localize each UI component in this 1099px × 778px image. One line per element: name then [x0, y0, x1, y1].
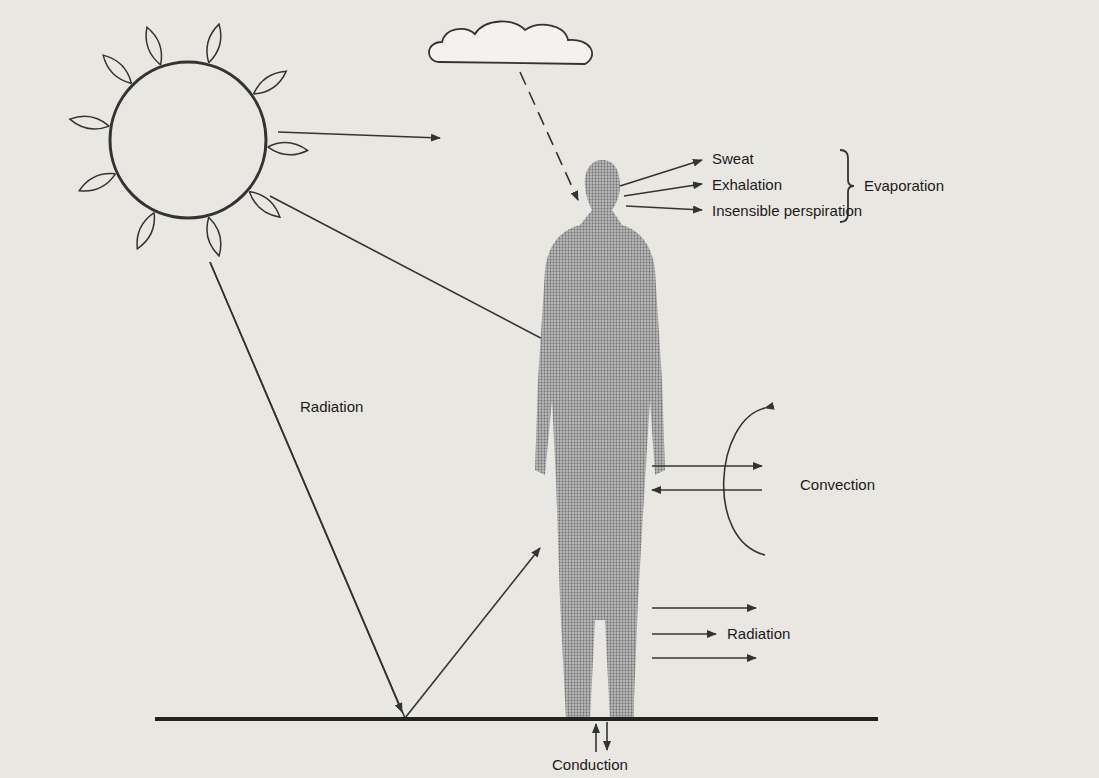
process-label: Convection	[800, 476, 875, 494]
evaporation-item: Sweat	[712, 150, 754, 168]
group-label: Evaporation	[864, 177, 944, 195]
radiation-rays	[210, 72, 578, 718]
process-label: Radiation	[300, 398, 363, 416]
sun	[69, 23, 308, 258]
evaporation-item: Insensible perspiration	[712, 202, 862, 220]
cloud	[429, 21, 592, 64]
process-label: Conduction	[552, 756, 628, 774]
ground	[155, 717, 878, 721]
evaporation-item: Exhalation	[712, 176, 782, 194]
heat-loss-arrows	[596, 160, 765, 752]
process-label: Radiation	[724, 625, 793, 643]
human-figure	[535, 160, 665, 720]
